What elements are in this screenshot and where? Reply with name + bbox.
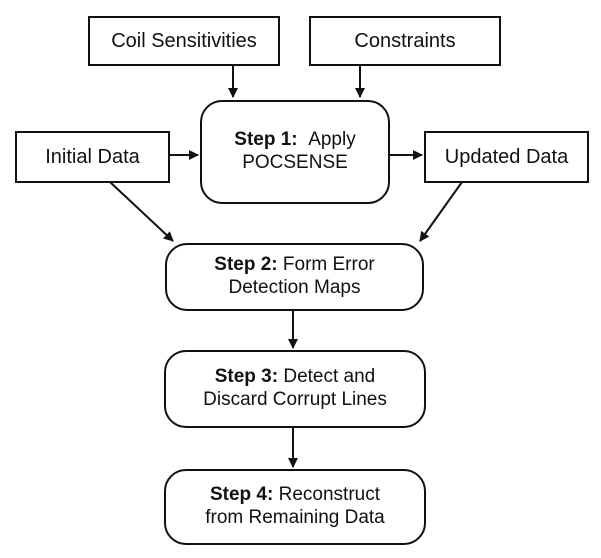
- step2-line1: Step 2: Form Error: [214, 254, 374, 277]
- updated-data-box: Updated Data: [424, 131, 589, 183]
- step1-box: Step 1: Apply POCSENSE: [200, 100, 390, 204]
- constraints-box: Constraints: [309, 16, 501, 66]
- coil-sensitivities-label: Coil Sensitivities: [111, 30, 257, 52]
- updated-data-label: Updated Data: [444, 146, 569, 168]
- step4-text2: from Remaining Data: [205, 507, 385, 528]
- step1-text1: Apply: [308, 129, 356, 151]
- coil-sensitivities-box: Coil Sensitivities: [88, 16, 280, 66]
- step4-box: Step 4: Reconstruct from Remaining Data: [164, 469, 426, 545]
- step3-label: Step 3:: [214, 366, 279, 388]
- step4-label: Step 4:: [209, 484, 274, 506]
- step1-line1: Step 1: Apply: [234, 129, 355, 152]
- step4-line1: Step 4: Reconstruct: [210, 484, 380, 507]
- arrow-initial-to-step2: [109, 181, 174, 242]
- step4-text1: Reconstruct: [278, 484, 380, 506]
- initial-data-label: Initial Data: [45, 146, 140, 168]
- step2-text2: Detection Maps: [228, 277, 361, 298]
- step2-box: Step 2: Form Error Detection Maps: [165, 243, 424, 311]
- step1-label: Step 1:: [234, 129, 298, 151]
- step3-text1: Detect and: [283, 366, 376, 388]
- initial-data-box: Initial Data: [15, 131, 170, 183]
- step3-box: Step 3: Detect and Discard Corrupt Lines: [164, 350, 426, 428]
- step2-label: Step 2:: [214, 254, 278, 276]
- constraints-label: Constraints: [354, 30, 456, 52]
- step1-text2: POCSENSE: [242, 152, 348, 173]
- step3-text2: Discard Corrupt Lines: [203, 389, 387, 410]
- arrow-updated-to-step2: [419, 181, 463, 242]
- step3-line1: Step 3: Detect and: [215, 366, 376, 389]
- step2-text1: Form Error: [282, 254, 375, 276]
